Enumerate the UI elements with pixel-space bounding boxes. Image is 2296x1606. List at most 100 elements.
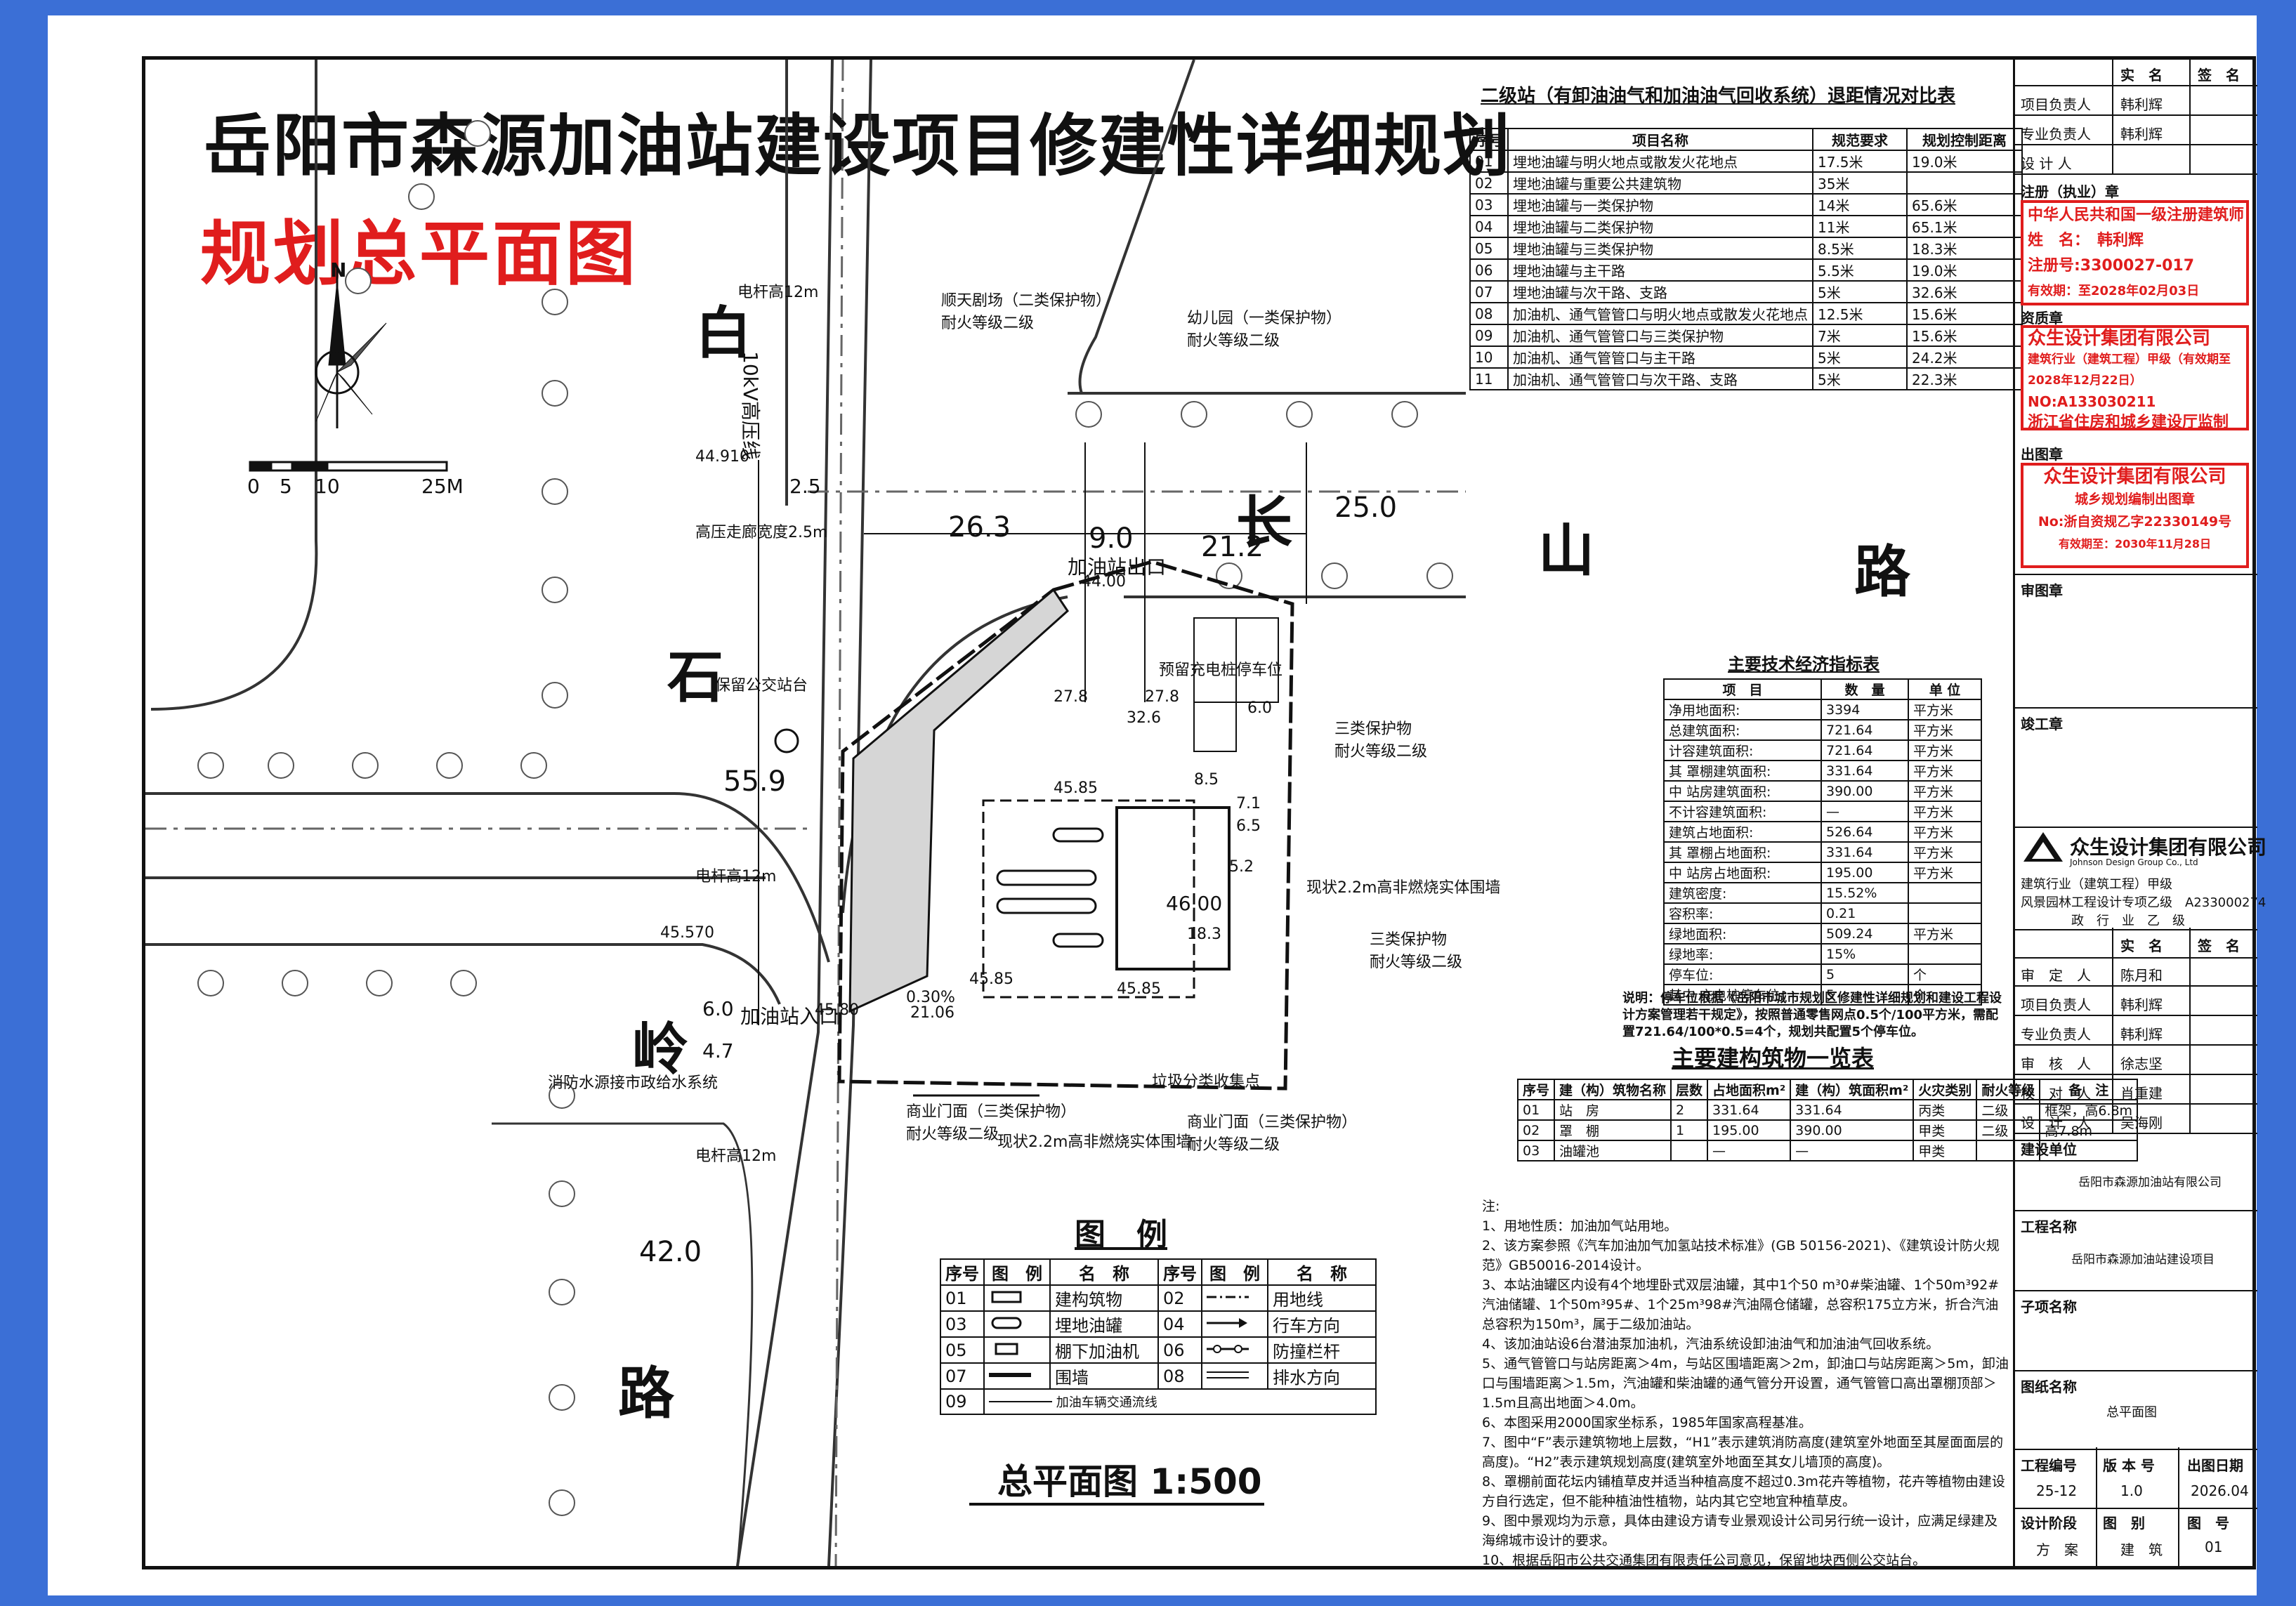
cell: 02 [1157, 1284, 1202, 1312]
setback-title: 二级站（有卸油油气和加油油气回收系统）退距情况对比表 [1481, 86, 1956, 107]
tb-row: 审 核 人徐志坚 [2015, 1046, 2257, 1075]
column-header: 名 称 [1267, 1258, 1377, 1286]
tb-role: 设 计 人 [2021, 155, 2072, 172]
design-stage: 方 案 [2036, 1541, 2078, 1558]
cell: 棚下加油机 [1049, 1336, 1159, 1364]
cell: 331.64 [1707, 1099, 1792, 1121]
kindergarten-label: 幼儿园（一类保护物） 耐火等级二级 [1187, 310, 1342, 350]
cell: 建筑占地面积: [1663, 821, 1822, 843]
slope-label: 0.30% [906, 989, 955, 1006]
cell: 绿地面积: [1663, 923, 1822, 944]
note-item: 4、该加油站设6台潜油泵加油机，汽油系统设卸油油气和加油油气回收系统。 [1482, 1336, 1940, 1352]
road-name-chang: 长 [1236, 490, 1292, 555]
reg-stamp-label: 注册（执业）章 [2021, 183, 2119, 200]
cell: 331.64 [1821, 760, 1909, 782]
stamp-line: 有效期至：2030年11月28日 [2058, 537, 2212, 551]
tb-row: 校 对 人肖重建 [2015, 1075, 2257, 1105]
column-header: 火灾类别 [1913, 1079, 1978, 1100]
column-header: 数 量 [1821, 678, 1909, 700]
column-header: 占地面积m² [1707, 1079, 1792, 1100]
building-symbol-icon [983, 1284, 1051, 1312]
table-row: 05 棚下加油机 06 防撞栏杆 [940, 1336, 1377, 1364]
cell: 加油机、通气管管口与三类保护物 [1507, 324, 1813, 347]
cell: 15.6米 [1906, 324, 2023, 347]
column-header: 规划控制距离 [1906, 128, 2023, 151]
cell: — [1821, 801, 1909, 822]
scale-title-underline [969, 1503, 1264, 1506]
cell: 甲类 [1913, 1140, 1978, 1161]
parking-note: 说明：停车位根据《岳阳市城市规划区修建性详细规划和建设工程设计方案管理若干规定》… [1622, 991, 2002, 1039]
road-name-shi: 石 [667, 645, 723, 710]
cell: 2 [1670, 1099, 1709, 1121]
scale-label-25: 25M [421, 475, 464, 498]
dim-label: 27.8 [1054, 688, 1088, 706]
cell: 5米 [1812, 280, 1908, 303]
dim-label: 44.00 [1082, 573, 1126, 591]
cell: 绿地率: [1663, 943, 1822, 965]
cell: 停车位: [1663, 963, 1822, 985]
cell: 埋地油罐与三类保护物 [1507, 237, 1813, 260]
road-name-lu-right: 路 [1854, 539, 1910, 605]
cell: 其中 充电桩停车位: [1663, 984, 1822, 1006]
dim-label: 45.85 [1054, 779, 1098, 797]
stamp-line: 姓 名： 韩利辉 [2028, 232, 2144, 249]
scale-label-10: 10 [315, 475, 340, 498]
cell [1908, 902, 1982, 924]
cell: 02 [1516, 1119, 1556, 1141]
cell: 19.0米 [1906, 258, 2023, 282]
cell: 07 [940, 1362, 985, 1390]
scale-title: 总平面图 1:500 [997, 1461, 1262, 1502]
cell: 罩 棚 [1554, 1119, 1672, 1141]
cell: 5 [1821, 963, 1909, 985]
tb-person: 徐志坚 [2120, 1055, 2163, 1072]
wall-label-2: 现状2.2m高非燃烧实体围墙 [997, 1133, 1192, 1151]
note-item: 5、通气管管口与站房距离＞4m，与站区围墙距离＞2m，卸油口与站房距离＞5m，卸… [1482, 1356, 2009, 1411]
cell: 08 [1157, 1362, 1202, 1390]
legend-label: 加油车辆交通流线 [1056, 1395, 1157, 1410]
cell: 24.2米 [1906, 345, 2023, 369]
cell: 埋地油罐与一类保护物 [1507, 193, 1813, 216]
column-header: 序号 [1516, 1079, 1556, 1100]
cell: 建筑密度: [1663, 882, 1822, 904]
dim-label: 7.1 [1236, 795, 1261, 812]
qualification-stamp: 众生设计集团有限公司 建筑行业（建筑工程）甲级（有效期至2028年12月22日）… [2021, 325, 2249, 431]
cell: 平方米 [1908, 862, 1982, 883]
out-stamp-label: 出图章 [2021, 446, 2063, 463]
note-item: 9、图中景观均为示意，具体由建设方请专业景观设计公司另行统一设计，应满足绿建及海… [1482, 1513, 1998, 1548]
table-row: 09 加油车辆交通流线 [940, 1388, 1377, 1415]
column-header: 图 例 [1201, 1258, 1268, 1286]
cell: 二级 [1976, 1119, 2041, 1141]
column-header: 备 注 [2039, 1079, 2139, 1100]
cell: 不计容建筑面积: [1663, 801, 1822, 822]
stamp-line: 建筑行业（建筑工程）甲级（有效期至2028年12月22日） [2028, 353, 2231, 388]
cell: 排水方向 [1267, 1362, 1377, 1390]
parking-stalls [1193, 617, 1279, 752]
note-item: 6、本图采用2000国家坐标系，1985年国家高程基准。 [1482, 1415, 1812, 1430]
site-boundary [837, 560, 1294, 1091]
cell: 净用地面积: [1663, 699, 1822, 720]
traffic-direction-icon [1201, 1310, 1268, 1338]
cell: 总建筑面积: [1663, 719, 1822, 741]
cell: 65.6米 [1906, 193, 2023, 216]
table-row: 01 建构筑物 02 用地线 [940, 1284, 1377, 1312]
water-source-label: 消防水源接市政给水系统 [548, 1074, 719, 1092]
tb-col-header: 出图日期 [2187, 1457, 2243, 1474]
cell: 08 [1469, 302, 1509, 325]
tb-person: 韩利辉 [2120, 126, 2163, 143]
tb-col-header: 工程编号 [2021, 1457, 2077, 1474]
dim-label: 45.80 [815, 1001, 859, 1019]
cell: 05 [940, 1336, 985, 1364]
road-name-bai: 白 [695, 301, 752, 366]
